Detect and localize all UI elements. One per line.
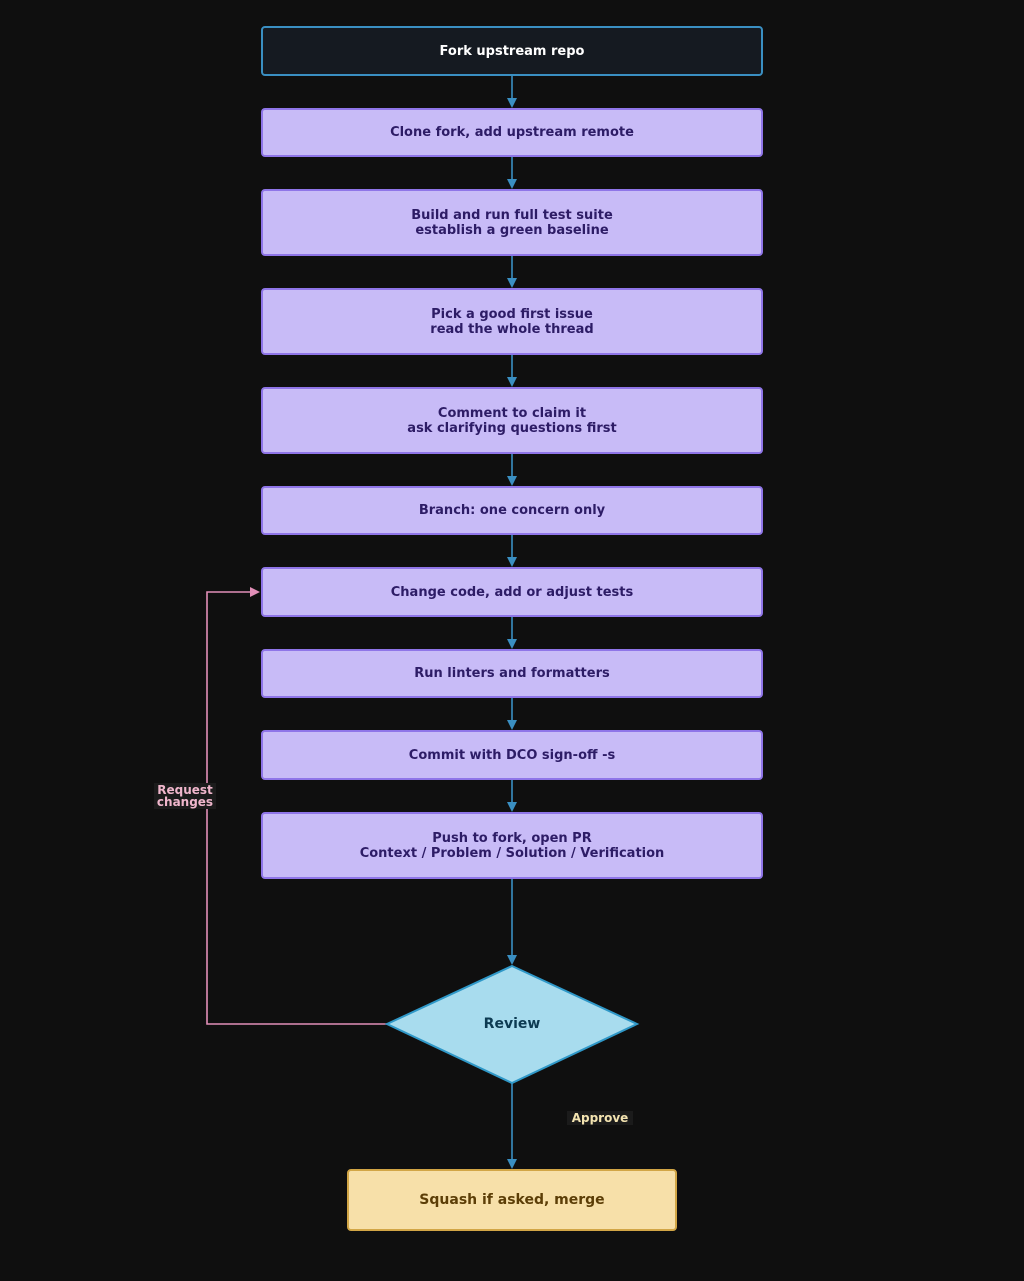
node-commit-dco-label: Commit with DCO sign-off -s (408, 747, 616, 763)
node-branch-label: Branch: one concern only (418, 503, 606, 518)
node-change-code: Change code, add or adjust tests (261, 567, 763, 617)
node-run-linters: Run linters and formatters (261, 649, 763, 698)
edge-label-request-line2: changes (156, 795, 214, 809)
node-pick-issue-line2: read the whole thread (430, 321, 594, 337)
node-push-pr-line2: Context / Problem / Solution / Verificat… (359, 845, 665, 861)
node-build-test-line2: establish a green baseline (415, 222, 609, 238)
node-pick-issue: Pick a good first issue read the whole t… (261, 288, 763, 355)
node-comment-claim-line2: ask clarifying questions first (407, 420, 617, 436)
node-push-pr: Push to fork, open PR Context / Problem … (261, 812, 763, 879)
edge-label-request-line1: Request (157, 783, 213, 797)
node-change-code-label: Change code, add or adjust tests (390, 584, 634, 600)
node-run-linters-label: Run linters and formatters (414, 666, 610, 681)
edge-label-approve: Approve (567, 1111, 633, 1125)
node-push-pr-line1: Push to fork, open PR (432, 830, 592, 846)
node-fork-upstream: Fork upstream repo (261, 26, 763, 76)
node-clone-fork: Clone fork, add upstream remote (261, 108, 763, 157)
node-build-test: Build and run full test suite establish … (261, 189, 763, 256)
node-squash-merge: Squash if asked, merge (347, 1169, 677, 1231)
node-comment-claim: Comment to claim it ask clarifying quest… (261, 387, 763, 454)
node-commit-dco: Commit with DCO sign-off -s (261, 730, 763, 780)
node-comment-claim-line1: Comment to claim it (437, 405, 587, 421)
node-pick-issue-line1: Pick a good first issue (431, 306, 593, 322)
node-fork-upstream-label: Fork upstream repo (439, 43, 585, 59)
review-decision-label: Review (483, 1016, 541, 1032)
node-build-test-line1: Build and run full test suite (411, 207, 613, 223)
node-clone-fork-label: Clone fork, add upstream remote (390, 125, 634, 140)
node-branch: Branch: one concern only (261, 486, 763, 535)
review-decision-shape (384, 964, 640, 1085)
edge-label-request-changes: Request changes (154, 783, 216, 809)
node-squash-merge-label: Squash if asked, merge (419, 1191, 605, 1208)
